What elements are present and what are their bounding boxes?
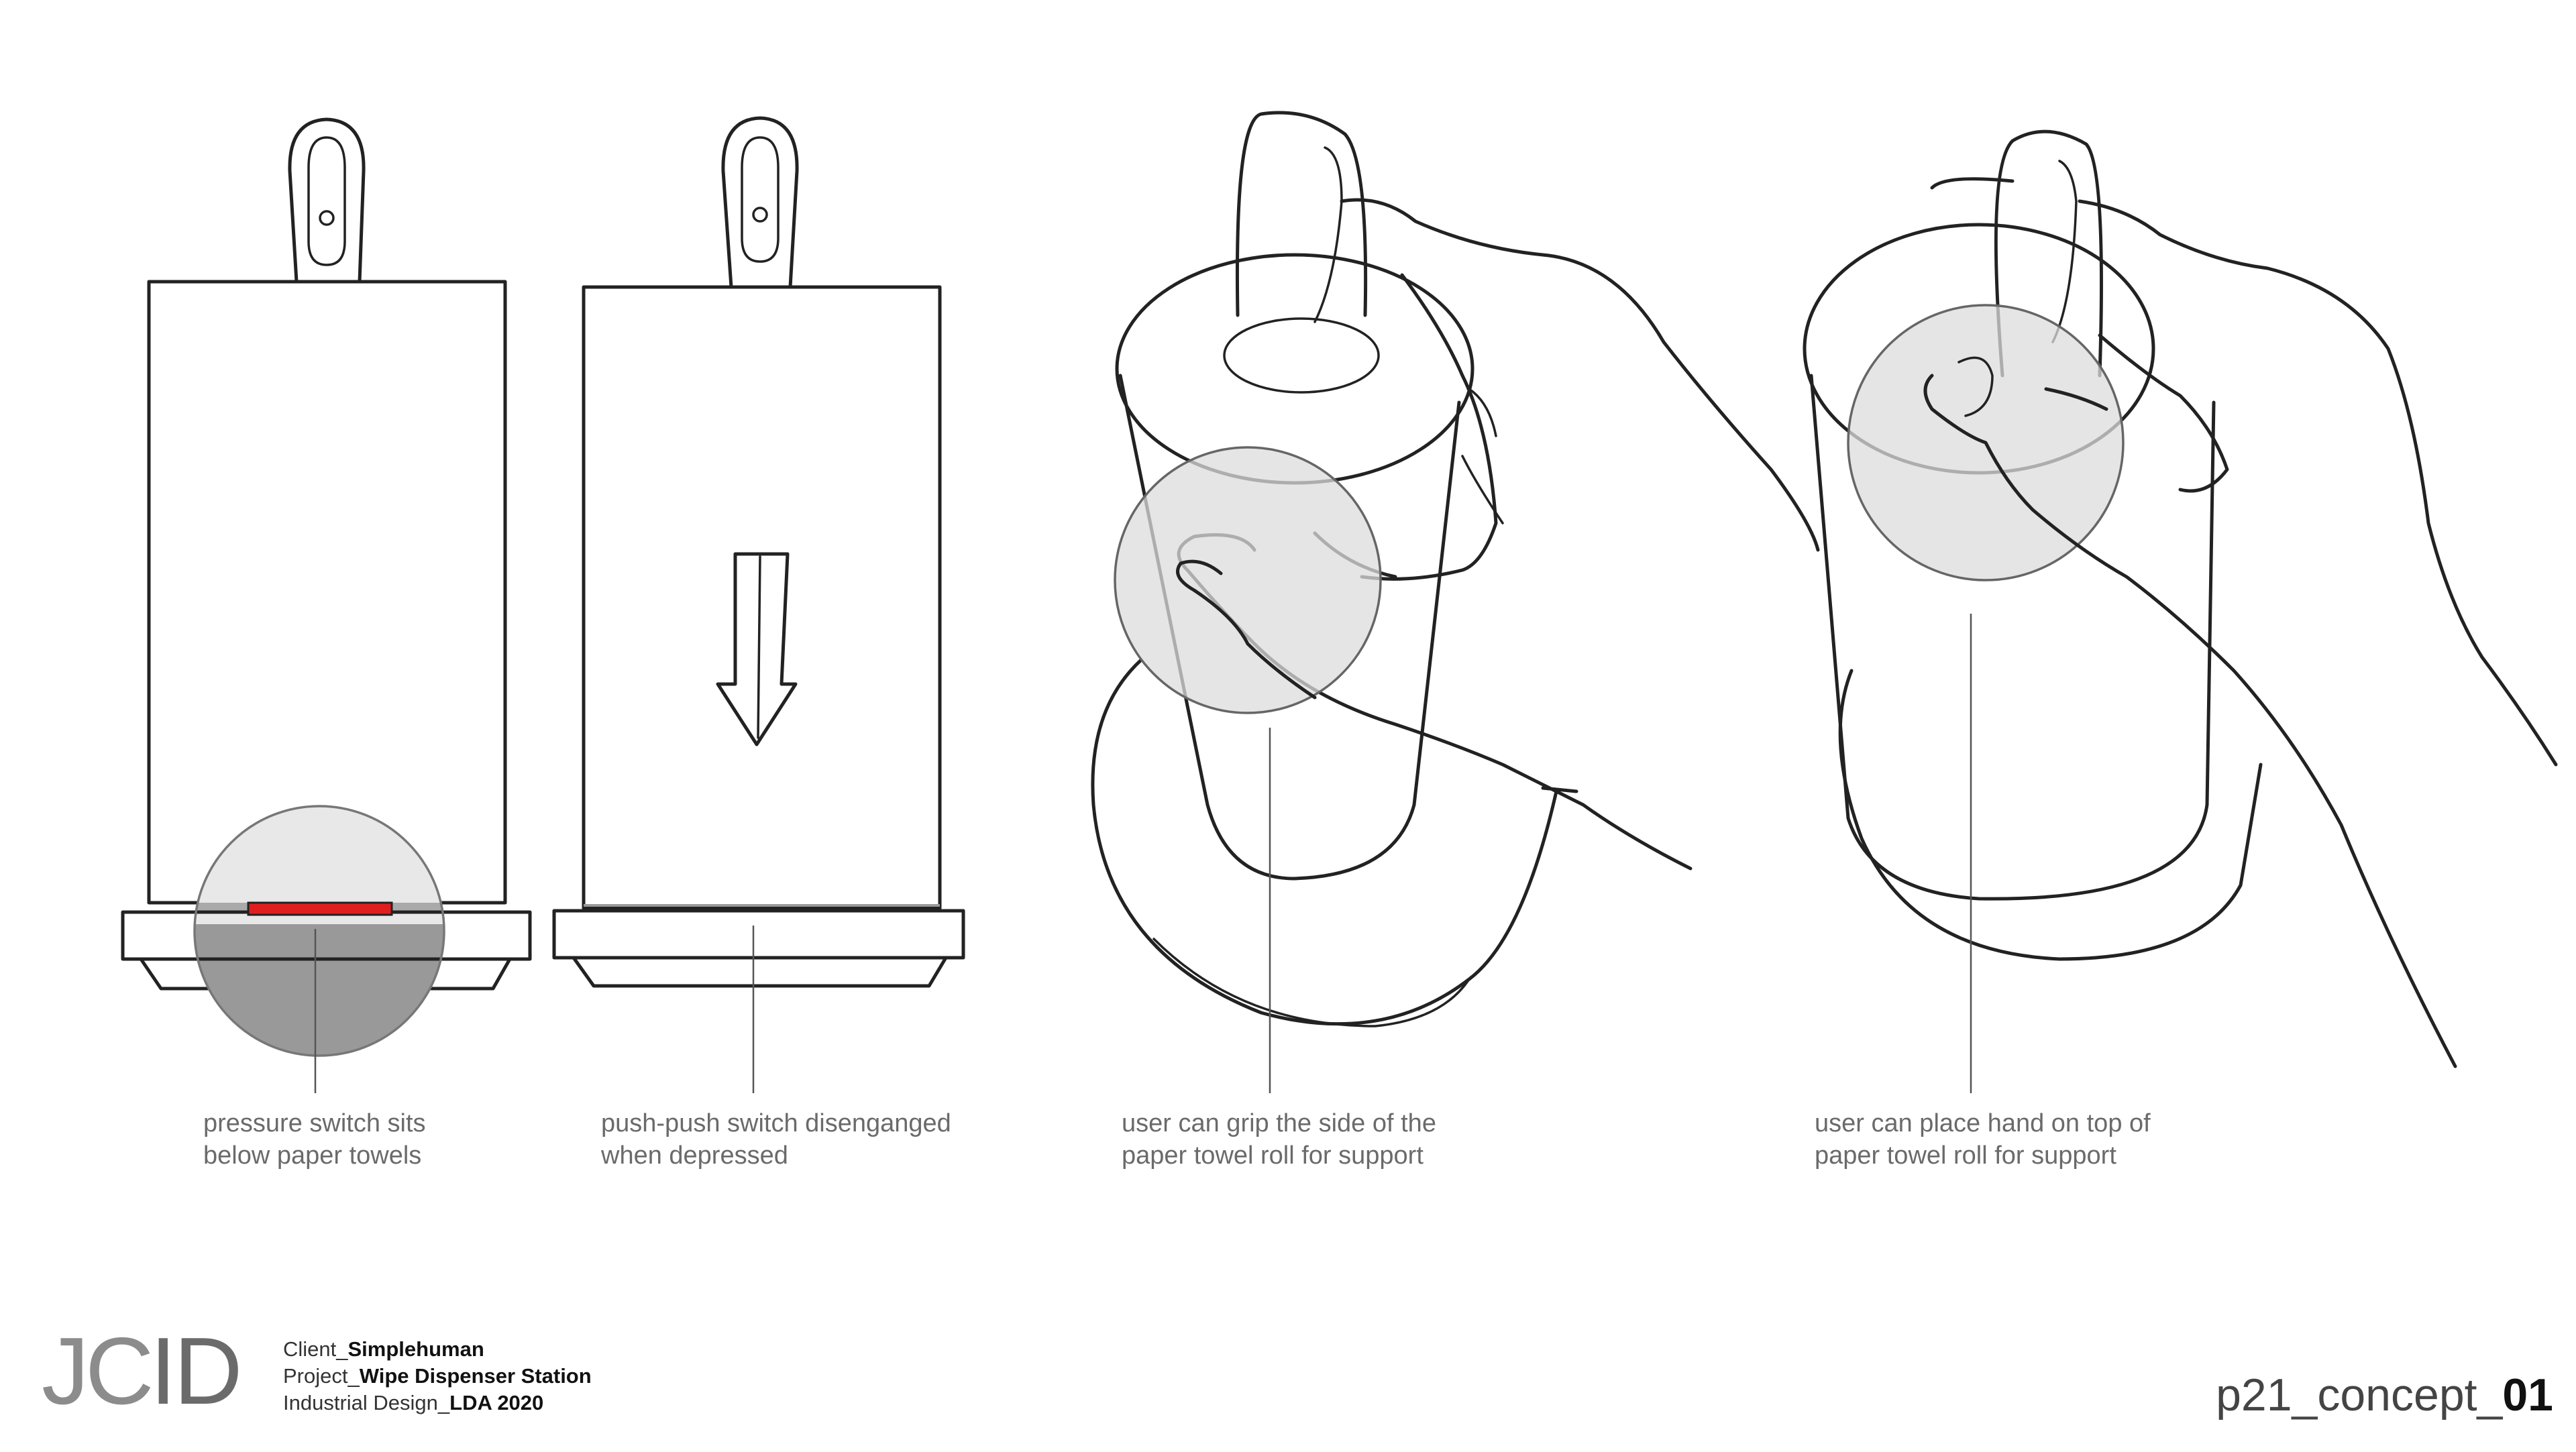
client-line: Client_Simplehuman bbox=[283, 1337, 484, 1361]
hanger-hook bbox=[288, 117, 366, 284]
caption-line: paper towel roll for support bbox=[1122, 1141, 1424, 1170]
dispenser-sketch-pressure-switch bbox=[121, 117, 532, 1093]
base-ring bbox=[1091, 659, 1558, 1026]
base-ring-4 bbox=[1838, 669, 2263, 961]
pressure-switch-callout bbox=[193, 805, 445, 1057]
hook-collar bbox=[1223, 317, 1380, 394]
caption-grip-side: user can grip the side of the paper towe… bbox=[1122, 1107, 1436, 1172]
hook-3 bbox=[1235, 111, 1368, 317]
caption-line: user can place hand on top of bbox=[1815, 1109, 2151, 1137]
thumb-4 bbox=[1957, 356, 1994, 417]
towel-roll-body-2 bbox=[582, 285, 942, 910]
page-identifier: p21_concept_01 bbox=[2216, 1368, 2553, 1422]
caption-push-switch: push-push switch disenganged when depres… bbox=[601, 1107, 951, 1172]
hook-hole-2 bbox=[752, 207, 768, 223]
design-line: Industrial Design_LDA 2020 bbox=[283, 1391, 544, 1414]
page-id-number: 01 bbox=[2502, 1370, 2553, 1420]
hand-detail bbox=[1461, 388, 1504, 524]
hand-outline-4 bbox=[1923, 177, 2558, 1068]
hand-on-top-sketch bbox=[1803, 129, 2558, 1093]
hook-3-inner bbox=[1313, 146, 1343, 323]
logo-part-id: ID bbox=[150, 1318, 243, 1425]
hanger-hook-2 bbox=[721, 116, 799, 289]
project-info: Client_Simplehuman Project_Wipe Dispense… bbox=[283, 1336, 592, 1416]
down-arrow bbox=[716, 552, 798, 746]
base-foot-2 bbox=[572, 956, 948, 988]
project-line: Project_Wipe Dispenser Station bbox=[283, 1364, 592, 1388]
roll-side bbox=[1118, 374, 1461, 881]
base-ring-inner bbox=[1152, 938, 1470, 1027]
base-plate-2 bbox=[552, 909, 965, 960]
caption-hand-top: user can place hand on top of paper towe… bbox=[1815, 1107, 2151, 1172]
grip-callout bbox=[1114, 446, 1382, 714]
caption-line: user can grip the side of the bbox=[1122, 1109, 1436, 1137]
hook-4-inner bbox=[2051, 160, 2078, 343]
hook-slot-2 bbox=[741, 136, 780, 263]
thumb-in-callout bbox=[1176, 559, 1317, 700]
dispenser-sketch-push-switch bbox=[552, 116, 965, 1093]
caption-line: when depressed bbox=[601, 1141, 788, 1170]
page-id-prefix: p21_concept_ bbox=[2216, 1370, 2503, 1420]
caption-line: below paper towels bbox=[203, 1141, 422, 1170]
caption-line: pressure switch sits bbox=[203, 1109, 426, 1137]
hook-4 bbox=[1994, 129, 2103, 378]
caption-line: paper towel roll for support bbox=[1815, 1141, 2116, 1170]
roll-top bbox=[1115, 253, 1474, 485]
hook-hole bbox=[319, 210, 335, 226]
caption-line: push-push switch disenganged bbox=[601, 1109, 951, 1137]
hand-grip-side-sketch bbox=[1091, 111, 1820, 1093]
caption-pressure-switch: pressure switch sits below paper towels bbox=[203, 1107, 426, 1172]
pressure-switch-highlight bbox=[247, 901, 393, 916]
logo-part-jc: JC bbox=[42, 1318, 154, 1425]
hook-slot bbox=[307, 136, 346, 266]
